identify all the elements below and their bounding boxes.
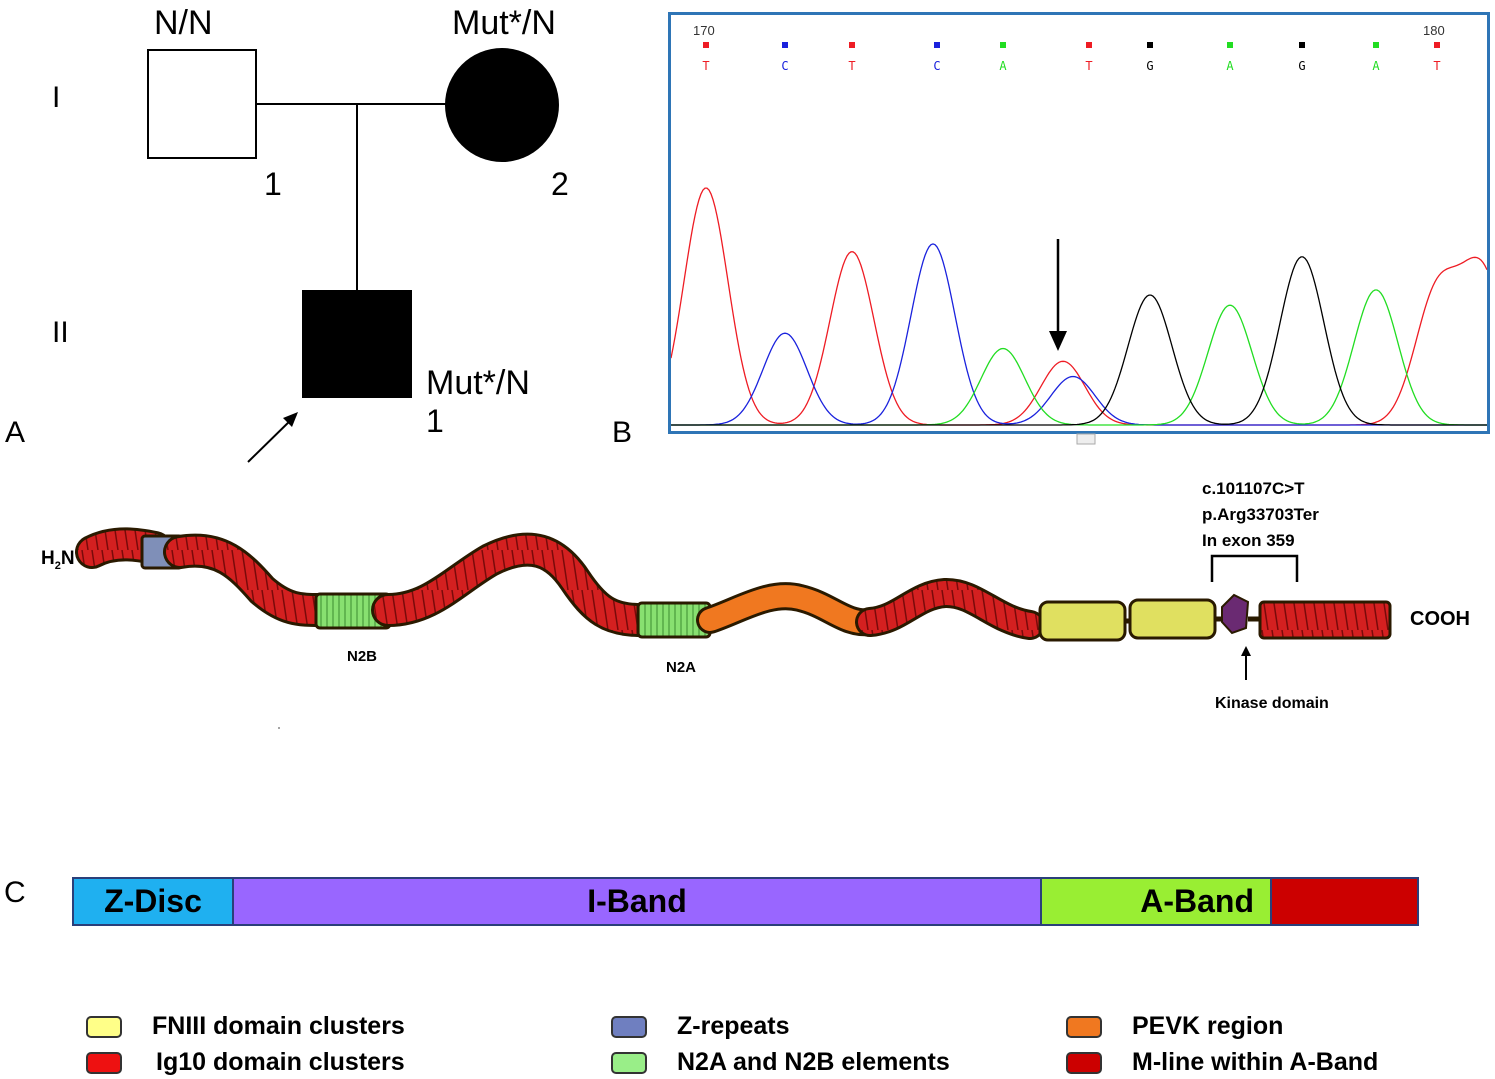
legend-swatch-pevk bbox=[1066, 1015, 1102, 1038]
legend-item-ig10: Ig10 domain clusters bbox=[86, 1048, 405, 1077]
mutation-protein: p.Arg33703Ter bbox=[1202, 505, 1319, 524]
proband-symbol bbox=[302, 290, 412, 398]
mutation-annotation: c.101107C>T p.Arg33703Ter In exon 359 bbox=[1202, 476, 1319, 554]
base-call-4: C bbox=[933, 59, 940, 73]
base-quality-mark bbox=[849, 42, 855, 48]
scroll-marker bbox=[1076, 433, 1096, 445]
fniii-block-2 bbox=[1128, 598, 1217, 640]
legend-item-pevk: PEVK region bbox=[1066, 1012, 1283, 1041]
father-number: 1 bbox=[264, 166, 282, 202]
legend-swatch-z-repeats bbox=[611, 1015, 647, 1038]
mother-number: 2 bbox=[551, 166, 569, 202]
base-call-2: C bbox=[781, 59, 788, 73]
base-quality-mark bbox=[782, 42, 788, 48]
trace-G bbox=[671, 256, 1487, 426]
mother-genotype: Mut*/N bbox=[452, 4, 556, 42]
legend-swatch-fniii bbox=[86, 1015, 122, 1038]
generation-label-1: I bbox=[52, 81, 61, 114]
m-line-segment bbox=[1258, 600, 1392, 640]
panel-a-letter: A bbox=[5, 416, 26, 449]
band-i-band: I-Band bbox=[234, 879, 1042, 924]
panel-b-letter: B bbox=[612, 416, 633, 449]
n-terminus-label: H2N bbox=[41, 548, 75, 572]
proband-genotype: Mut*/N bbox=[426, 364, 530, 402]
band-m-line bbox=[1272, 879, 1417, 924]
base-call-6: T bbox=[1085, 59, 1092, 73]
proband-arrowhead bbox=[283, 412, 298, 427]
base-quality-mark bbox=[934, 42, 940, 48]
legend-swatch-m-line bbox=[1066, 1051, 1102, 1074]
n2b-label: N2B bbox=[347, 648, 378, 665]
mutation-arrowhead bbox=[1049, 331, 1067, 351]
pedigree-graphic bbox=[147, 48, 559, 463]
legend-item-fniii: FNIII domain clusters bbox=[86, 1012, 405, 1041]
legend-item-m-line: M-line within A-Band bbox=[1066, 1048, 1378, 1077]
base-quality-mark bbox=[1373, 42, 1379, 48]
fniii-block-1 bbox=[1038, 600, 1127, 642]
base-call-5: A bbox=[999, 59, 1007, 73]
base-quality-mark bbox=[1299, 42, 1305, 48]
base-quality-mark bbox=[703, 42, 709, 48]
titin-molecule bbox=[75, 527, 1392, 729]
legend-item-n2a-n2b: N2A and N2B elements bbox=[611, 1048, 950, 1077]
kinase-domain-shape bbox=[1221, 593, 1250, 635]
mutation-exon: In exon 359 bbox=[1202, 531, 1295, 550]
position-label-end: 180 bbox=[1423, 23, 1445, 38]
base-call-10: A bbox=[1372, 59, 1380, 73]
base-call-9: G bbox=[1298, 59, 1305, 73]
base-quality-mark bbox=[1227, 42, 1233, 48]
band-z-disc: Z-Disc bbox=[74, 879, 234, 924]
base-quality-mark bbox=[1434, 42, 1440, 48]
base-call-7: G bbox=[1146, 59, 1153, 73]
n2a-label: N2A bbox=[666, 659, 697, 676]
base-call-1: T bbox=[702, 59, 709, 73]
base-call-8: A bbox=[1226, 59, 1234, 73]
proband-number: 1 bbox=[426, 403, 444, 439]
base-call-11: T bbox=[1433, 59, 1440, 73]
kinase-label: Kinase domain bbox=[1215, 695, 1329, 712]
position-label-start: 170 bbox=[693, 23, 715, 38]
panel-c-letter: C bbox=[4, 876, 26, 909]
legend-swatch-ig10 bbox=[86, 1051, 122, 1074]
base-call-3: T bbox=[848, 59, 855, 73]
legend-swatch-n2a-n2b bbox=[611, 1051, 647, 1074]
mutation-bracket bbox=[1210, 554, 1299, 582]
legend-item-z-repeats: Z-repeats bbox=[611, 1012, 790, 1041]
c-terminus-label: COOH bbox=[1410, 608, 1470, 630]
base-quality-mark bbox=[1000, 42, 1006, 48]
base-quality-mark bbox=[1147, 42, 1153, 48]
trace-A bbox=[671, 289, 1487, 426]
father-symbol bbox=[147, 49, 257, 159]
sarcomere-band-bar: Z-Disc I-Band A-Band bbox=[72, 877, 1419, 926]
mutation-cdna: c.101107C>T bbox=[1202, 479, 1305, 498]
trace-C bbox=[671, 243, 1487, 426]
band-a-band: A-Band bbox=[1042, 879, 1272, 924]
generation-label-2: II bbox=[52, 316, 69, 349]
base-quality-mark bbox=[1086, 42, 1092, 48]
father-genotype: N/N bbox=[154, 4, 213, 42]
mother-symbol bbox=[445, 48, 559, 162]
